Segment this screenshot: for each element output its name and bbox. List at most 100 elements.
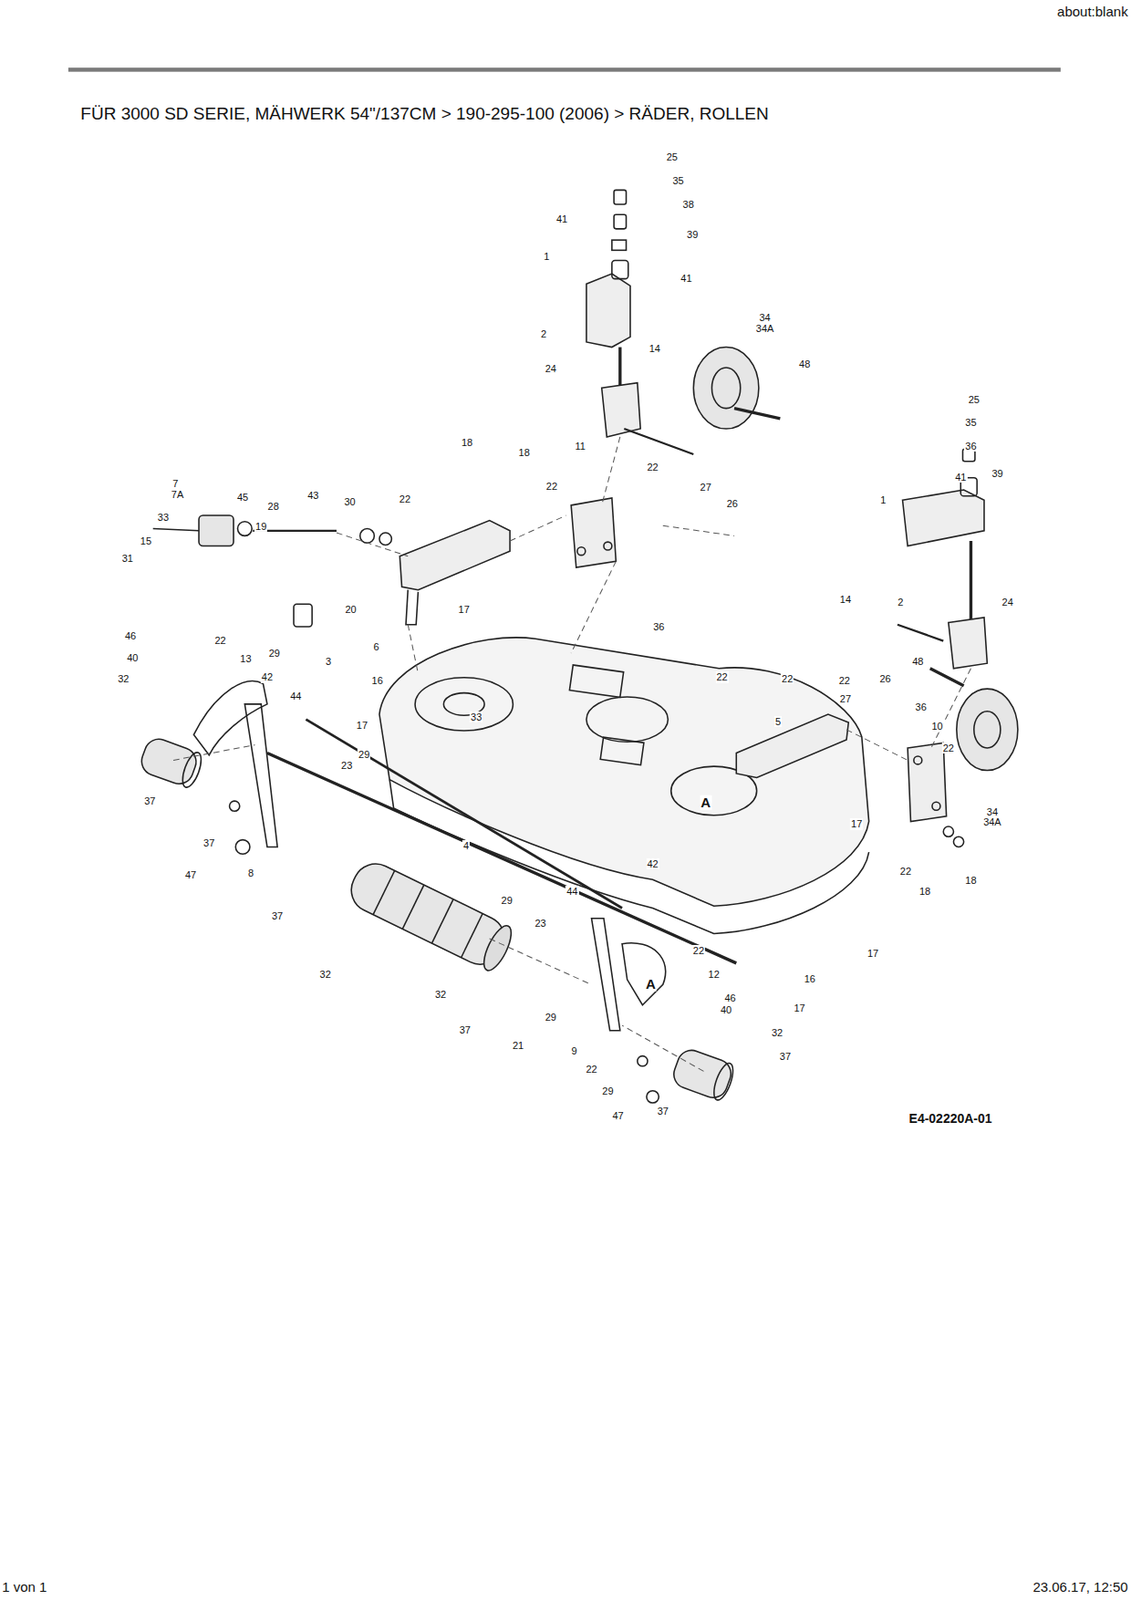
callout-number: 18: [918, 885, 932, 897]
callout-number: 15: [139, 535, 153, 547]
callout-number: 1: [542, 250, 550, 262]
callout-number: 37: [270, 910, 284, 922]
callout-number: 29: [268, 647, 281, 659]
callout-number: 12: [707, 968, 721, 980]
callout-number: 30: [342, 496, 356, 508]
callout-number: 47: [184, 869, 198, 881]
callout-number: 22: [715, 671, 729, 683]
callout-number: 36: [914, 701, 928, 713]
callout-number: 26: [726, 498, 739, 509]
callout-number: 32: [319, 968, 333, 980]
callout-number: 26: [878, 673, 892, 685]
page-title: FÜR 3000 SD SERIE, MÄHWERK 54"/137CM > 1…: [80, 104, 768, 125]
callout-number: 44: [565, 885, 579, 897]
callout-number: 17: [850, 818, 863, 830]
callout-number: 35: [964, 416, 977, 428]
callout-number: 22: [942, 742, 955, 754]
callout-number: 23: [340, 759, 353, 771]
callout-number: 20: [344, 602, 358, 614]
callout-number: 32: [770, 1026, 784, 1038]
callout-number: 42: [645, 858, 659, 870]
callout-number: 13: [238, 653, 252, 665]
callout-number: 34: [757, 311, 771, 323]
callout-number: 10: [930, 720, 944, 732]
callout-number: 21: [511, 1039, 525, 1051]
callout-number: 37: [778, 1050, 792, 1062]
drawing-number: E4-02220A-01: [909, 1111, 993, 1126]
callout-number: 18: [460, 436, 474, 448]
callout-number: A: [699, 795, 712, 811]
callout-number: 32: [116, 673, 130, 685]
callout-number: 33: [156, 511, 170, 523]
callout-number: 24: [1001, 596, 1015, 608]
callout-number: 37: [458, 1024, 472, 1036]
callout-number: 7: [171, 477, 179, 489]
callout-number: 22: [398, 493, 412, 505]
callout-number: 23: [533, 917, 547, 929]
callout-number: 2: [539, 328, 548, 340]
callout-number: 22: [213, 634, 227, 646]
callout-number: 41: [954, 471, 967, 483]
callout-number: 25: [665, 151, 679, 163]
callout-number: 27: [839, 693, 852, 705]
callout-number: 29: [500, 894, 514, 906]
callout-number: 46: [124, 630, 137, 642]
callout-number: 27: [699, 481, 713, 493]
callout-number: 36: [964, 440, 977, 452]
callout-number: 22: [545, 480, 559, 492]
callout-number: 48: [798, 358, 811, 370]
callout-number: 39: [685, 228, 699, 240]
callout-number: 40: [719, 1004, 733, 1016]
callout-number: 47: [611, 1110, 624, 1121]
callout-number: 29: [544, 1011, 558, 1023]
callout-number: 3: [324, 654, 333, 666]
callout-number: 40: [125, 652, 139, 664]
callout-number: 22: [838, 674, 851, 686]
callout-number: 41: [555, 213, 569, 225]
callout-number: 17: [866, 947, 880, 959]
callout-number: 22: [645, 461, 659, 473]
callout-number: 5: [774, 715, 782, 727]
callout-number: 16: [371, 674, 384, 686]
callout-number: 1: [879, 494, 887, 506]
callout-number: 18: [518, 446, 531, 458]
callout-number: 14: [839, 593, 852, 605]
callout-number: 25: [967, 394, 981, 405]
callout-number: 17: [355, 719, 369, 731]
callout-number: 24: [544, 363, 558, 374]
callout-number: 16: [803, 973, 817, 985]
callout-number: 14: [648, 342, 662, 354]
callout-number: 19: [254, 520, 268, 532]
callout-number: 4: [462, 840, 470, 851]
browser-print-note: 23.06.17, 12:50: [1032, 1579, 1128, 1596]
callout-number: 33: [469, 711, 483, 723]
callout-number: 22: [584, 1063, 598, 1075]
callout-number: 8: [247, 867, 255, 879]
callout-number: 37: [143, 795, 156, 807]
callout-number: 22: [692, 944, 706, 956]
callout-number: 31: [121, 552, 135, 564]
callout-number: 37: [656, 1105, 670, 1117]
browser-print-note: about:blank: [1057, 4, 1129, 21]
callout-number: 43: [306, 489, 320, 501]
callout-number: 29: [357, 748, 371, 760]
browser-print-note: 1 von 1: [1, 1579, 47, 1596]
callout-number: 22: [899, 865, 913, 877]
callout-number: 41: [679, 272, 693, 284]
callout-number: 35: [671, 175, 685, 187]
callout-number: 46: [723, 991, 737, 1003]
callout-number: 45: [236, 490, 250, 502]
callout-number: 22: [780, 673, 794, 685]
callout-number: 11: [573, 440, 586, 452]
callout-number: 48: [911, 654, 924, 666]
callout-number: 17: [457, 602, 471, 614]
callout-number: 34A: [982, 816, 1003, 828]
callout-number: 29: [601, 1085, 614, 1097]
callout-number: 6: [373, 641, 381, 653]
callout-number: 28: [267, 500, 281, 512]
callout-number: 9: [570, 1045, 578, 1057]
callout-number: 32: [434, 988, 447, 1000]
callout-number: 39: [990, 467, 1004, 479]
